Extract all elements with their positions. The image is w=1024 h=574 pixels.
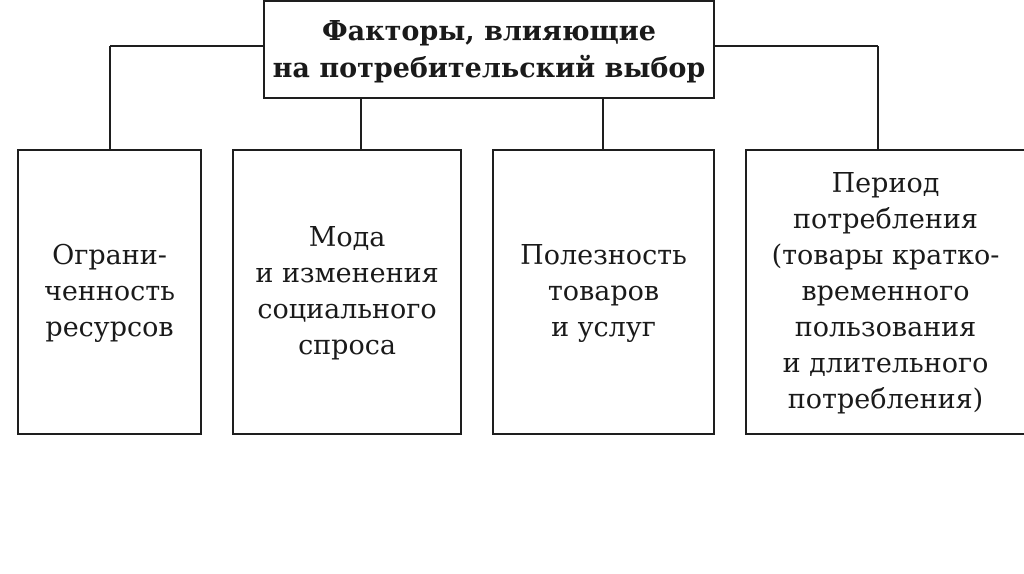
child-box-resources: Ограни- ченность ресурсов (17, 149, 202, 435)
child-line: временного (801, 276, 970, 307)
child-line: потребления) (787, 384, 984, 415)
child-line: Ограни- (52, 240, 167, 271)
child-line: и услуг (551, 312, 656, 343)
root-line: на потребительский выбор (272, 52, 706, 84)
root-box: Факторы, влияющие на потребительский выб… (263, 0, 715, 99)
root-text: Факторы, влияющие на потребительский выб… (273, 13, 706, 87)
child-box-fashion: Мода и изменения социального спроса (232, 149, 462, 435)
child-line: спроса (298, 330, 396, 361)
child-line: Период (831, 168, 940, 199)
child-line: социального (257, 294, 437, 325)
root-line: Факторы, влияющие (322, 15, 656, 47)
child-line: товаров (547, 276, 660, 307)
child-line: потребления (793, 204, 978, 235)
child-box-consumption-period: Период потребления (товары кратко- време… (745, 149, 1024, 435)
child-line: ченность (44, 276, 175, 307)
child-line: и изменения (255, 258, 439, 289)
child-line: и длительного (782, 348, 989, 379)
child-text: Ограни- ченность ресурсов (44, 238, 175, 346)
child-line: ресурсов (45, 312, 174, 343)
child-text: Период потребления (товары кратко- време… (772, 166, 1000, 418)
child-line: (товары кратко- (771, 240, 1000, 271)
child-box-utility: Полезность товаров и услуг (492, 149, 715, 435)
child-line: Мода (308, 222, 386, 253)
child-text: Полезность товаров и услуг (520, 238, 687, 346)
child-line: пользования (794, 312, 977, 343)
child-line: Полезность (520, 240, 687, 271)
child-text: Мода и изменения социального спроса (255, 220, 438, 364)
